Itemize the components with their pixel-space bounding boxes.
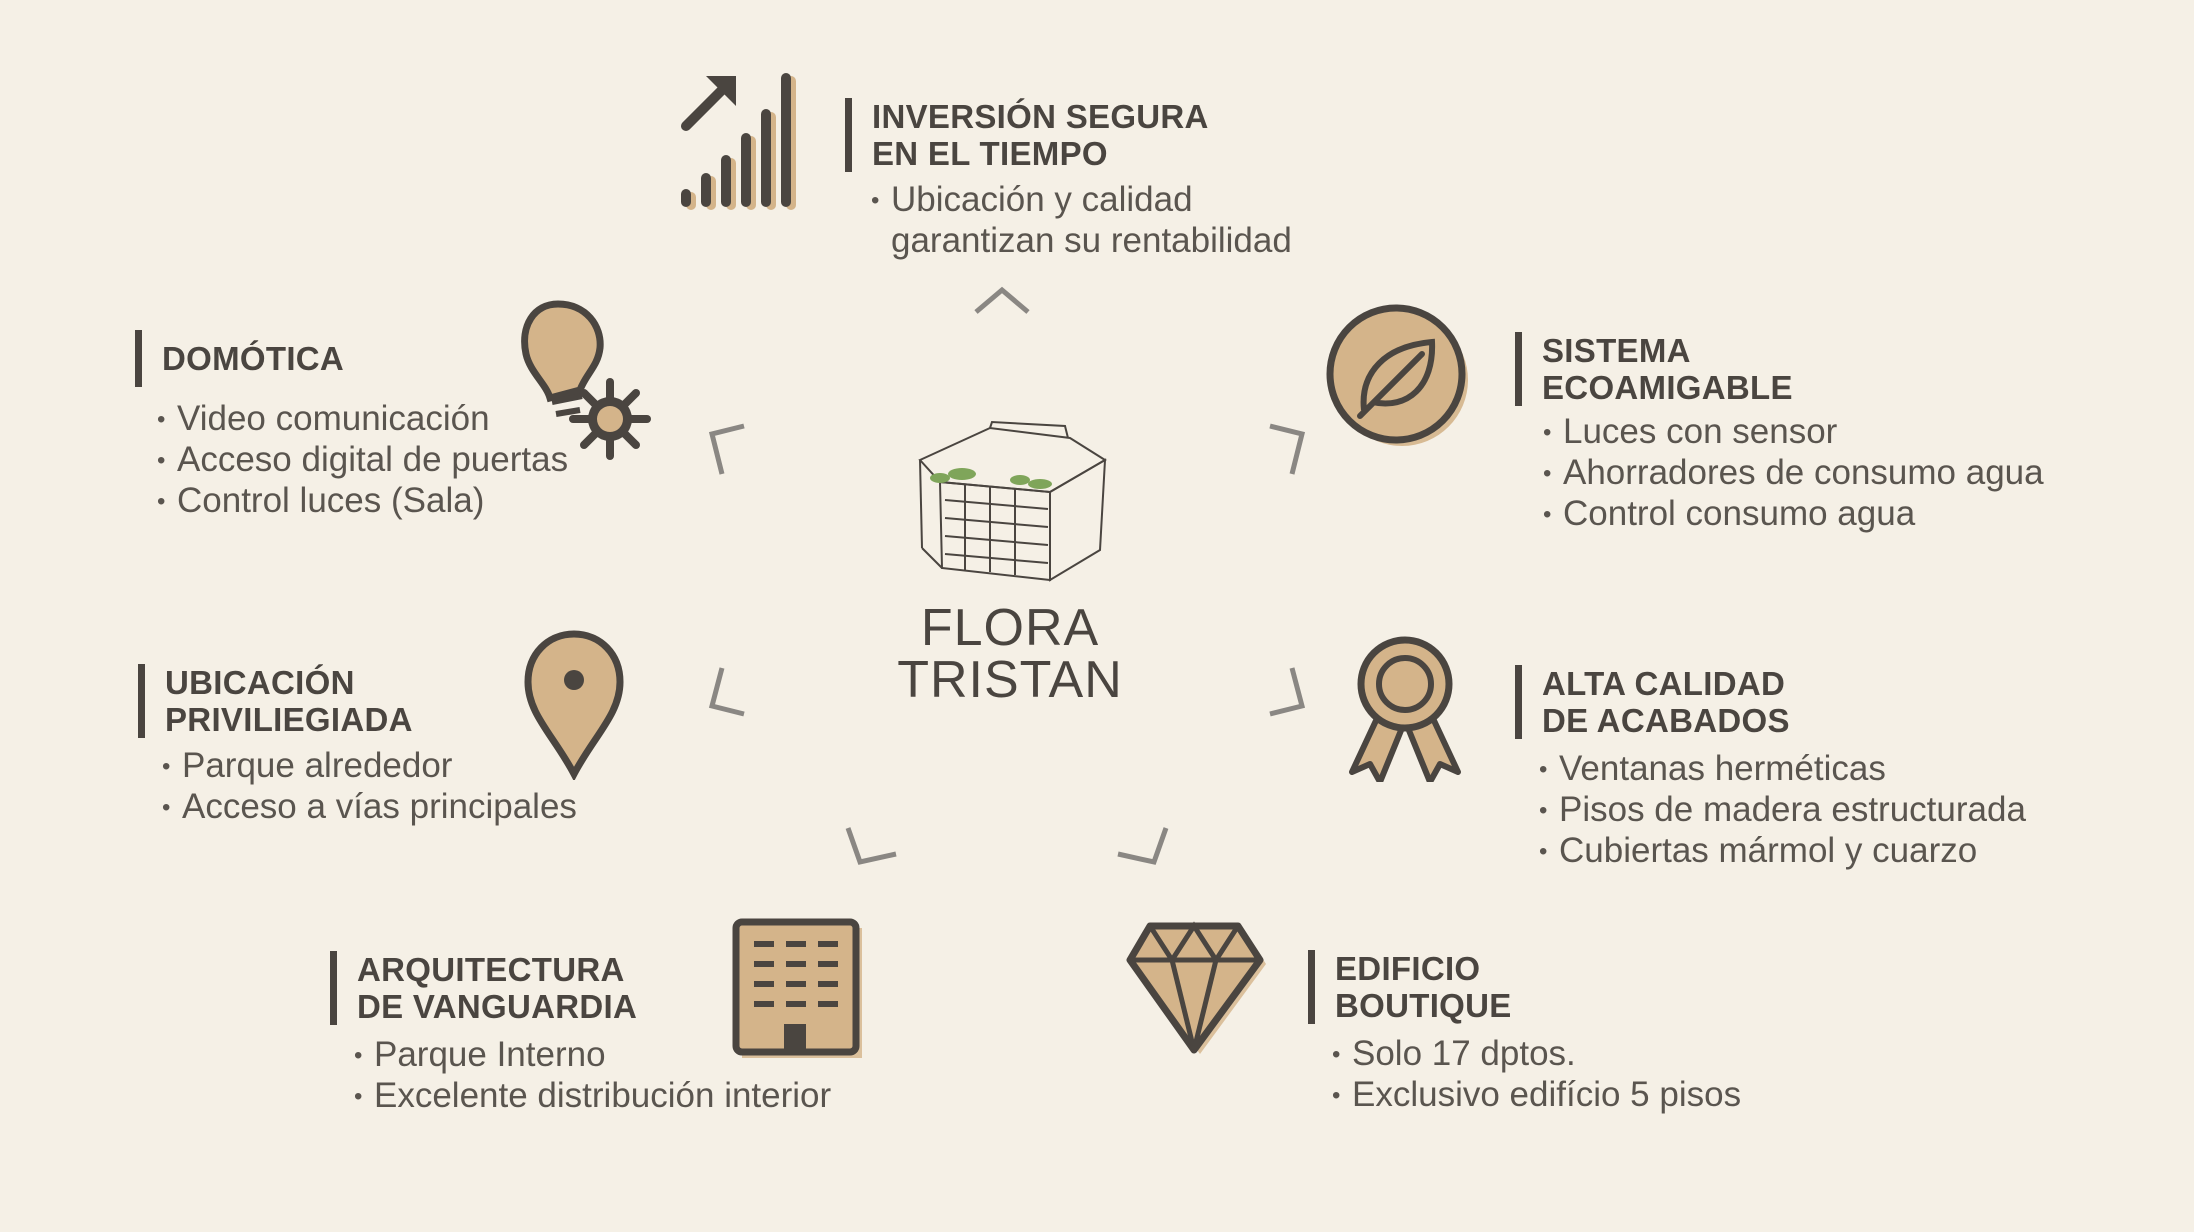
bullet-text: Control consumo agua <box>1563 494 1916 533</box>
center-title-line1: FLORA <box>920 599 1100 657</box>
feature-arquitectura-bullets: •Parque Interno •Excelente distribución … <box>354 1035 831 1117</box>
bullet-item: •Video comunicación <box>157 399 490 438</box>
bullet-text: Acceso digital de puertas <box>177 440 569 479</box>
bullet-text: Exclusivo edifício 5 pisos <box>1352 1075 1742 1114</box>
feature-edificio: EDIFICIO BOUTIQUE •Solo 17 dptos. •Exclu… <box>1308 950 1741 1116</box>
feature-ubicacion: UBICACIÓN PRIVILIEGIADA •Parque alrededo… <box>138 664 577 828</box>
bullet-text: Parque Interno <box>374 1035 606 1074</box>
smart-bulb-icon <box>521 300 651 460</box>
bullet-item: •Parque alrededor <box>162 746 453 785</box>
center-title: FLORA TRISTAN <box>880 602 1140 706</box>
leaf-icon <box>1326 304 1468 446</box>
bullet-item: •Control consumo agua <box>1543 494 1916 533</box>
location-pin-icon <box>524 630 624 780</box>
feature-inversion-bullets: •Ubicación y calidad garantizan su renta… <box>871 180 1292 261</box>
bullet-text: Excelente distribución interior <box>374 1076 832 1115</box>
bullet-item: •Ubicación y calidad <box>871 180 1193 219</box>
heading-line1: EDIFICIO <box>1335 950 1481 987</box>
feature-sistema: SISTEMA ECOAMIGABLE •Luces con sensor •A… <box>1515 332 2044 535</box>
bullet-text: Ahorradores de consumo agua <box>1563 453 2044 492</box>
bullet-item: •Parque Interno <box>354 1035 606 1074</box>
feature-domotica: DOMÓTICA •Video comunicación •Acceso dig… <box>135 330 568 522</box>
center-title-line2: TRISTAN <box>897 651 1123 709</box>
heading-line1: DOMÓTICA <box>162 340 345 377</box>
growth-chart-icon <box>681 73 796 210</box>
feature-calidad-heading: ALTA CALIDAD DE ACABADOS <box>1515 665 2026 739</box>
feature-arquitectura-heading: ARQUITECTURA DE VANGUARDIA <box>330 951 831 1025</box>
feature-calidad-bullets: •Ventanas herméticas •Pisos de madera es… <box>1539 749 2026 872</box>
chevron-lower-left <box>708 667 745 717</box>
award-ribbon-icon <box>1349 636 1461 782</box>
bullet-item: •Acceso digital de puertas <box>157 440 569 479</box>
bullet-text: Video comunicación <box>177 399 490 438</box>
heading-line2: PRIVILIEGIADA <box>165 701 413 738</box>
bullet-text: garantizan su rentabilidad <box>891 221 1292 260</box>
heading-line2: EN EL TIEMPO <box>872 135 1108 172</box>
feature-inversion: INVERSIÓN SEGURA EN EL TIEMPO •Ubicación… <box>845 98 1292 261</box>
bullet-text: Luces con sensor <box>1563 412 1838 451</box>
feature-arquitectura: ARQUITECTURA DE VANGUARDIA •Parque Inter… <box>330 951 831 1117</box>
feature-sistema-bullets: •Luces con sensor •Ahorradores de consum… <box>1543 412 2044 535</box>
bullet-item: •Control luces (Sala) <box>157 481 485 520</box>
bullet-text: Solo 17 dptos. <box>1352 1034 1576 1073</box>
chevron-bottom-left <box>845 827 897 865</box>
bullet-item: •Excelente distribución interior <box>354 1076 832 1115</box>
bullet-text: Pisos de madera estructurada <box>1559 790 2026 829</box>
feature-inversion-heading: INVERSIÓN SEGURA EN EL TIEMPO <box>845 98 1292 172</box>
bullet-item: •Exclusivo edifício 5 pisos <box>1332 1075 1742 1114</box>
heading-line1: SISTEMA <box>1542 332 1691 369</box>
heading-line1: INVERSIÓN SEGURA <box>872 98 1209 135</box>
heading-line2: BOUTIQUE <box>1335 987 1512 1024</box>
bullet-item: garantizan su rentabilidad <box>871 221 1292 261</box>
feature-edificio-bullets: •Solo 17 dptos. •Exclusivo edifício 5 pi… <box>1332 1034 1741 1116</box>
bullet-item: •Pisos de madera estructurada <box>1539 790 2026 829</box>
feature-domotica-bullets: •Video comunicación •Acceso digital de p… <box>157 399 568 522</box>
bullet-text: Acceso a vías principales <box>182 787 577 826</box>
office-building-icon <box>732 918 862 1058</box>
bullet-item: •Ventanas herméticas <box>1539 749 1886 788</box>
bullet-text: Parque alrededor <box>182 746 453 785</box>
feature-domotica-heading: DOMÓTICA <box>135 330 568 387</box>
bullet-item: •Ahorradores de consumo agua <box>1543 453 2044 492</box>
bullet-item: •Cubiertas mármol y cuarzo <box>1539 831 1978 870</box>
feature-calidad: ALTA CALIDAD DE ACABADOS •Ventanas hermé… <box>1515 665 2026 872</box>
chevron-upper-left <box>708 423 745 475</box>
feature-edificio-heading: EDIFICIO BOUTIQUE <box>1308 950 1741 1024</box>
heading-line2: DE VANGUARDIA <box>357 988 638 1025</box>
heading-line1: ARQUITECTURA <box>357 951 625 988</box>
bullet-text: Cubiertas mármol y cuarzo <box>1559 831 1978 870</box>
chevron-top <box>974 286 1030 314</box>
bullet-item: •Luces con sensor <box>1543 412 1838 451</box>
bullet-text: Control luces (Sala) <box>177 481 485 520</box>
heading-line2: ECOAMIGABLE <box>1542 369 1793 406</box>
feature-sistema-heading: SISTEMA ECOAMIGABLE <box>1515 332 2044 406</box>
chevron-lower-right <box>1269 667 1306 717</box>
bullet-item: •Solo 17 dptos. <box>1332 1034 1576 1073</box>
bullet-item: •Acceso a vías principales <box>162 787 577 826</box>
chevron-upper-right <box>1269 423 1306 475</box>
building-sketch-icon <box>918 420 1107 582</box>
heading-line1: ALTA CALIDAD <box>1542 665 1786 702</box>
feature-ubicacion-heading: UBICACIÓN PRIVILIEGIADA <box>138 664 577 738</box>
heading-line1: UBICACIÓN <box>165 664 355 701</box>
feature-ubicacion-bullets: •Parque alrededor •Acceso a vías princip… <box>162 746 577 828</box>
diamond-icon <box>1126 921 1266 1054</box>
bullet-text: Ubicación y calidad <box>891 180 1193 219</box>
bullet-text: Ventanas herméticas <box>1559 749 1886 788</box>
heading-line2: DE ACABADOS <box>1542 702 1790 739</box>
chevron-bottom-right <box>1117 827 1169 865</box>
